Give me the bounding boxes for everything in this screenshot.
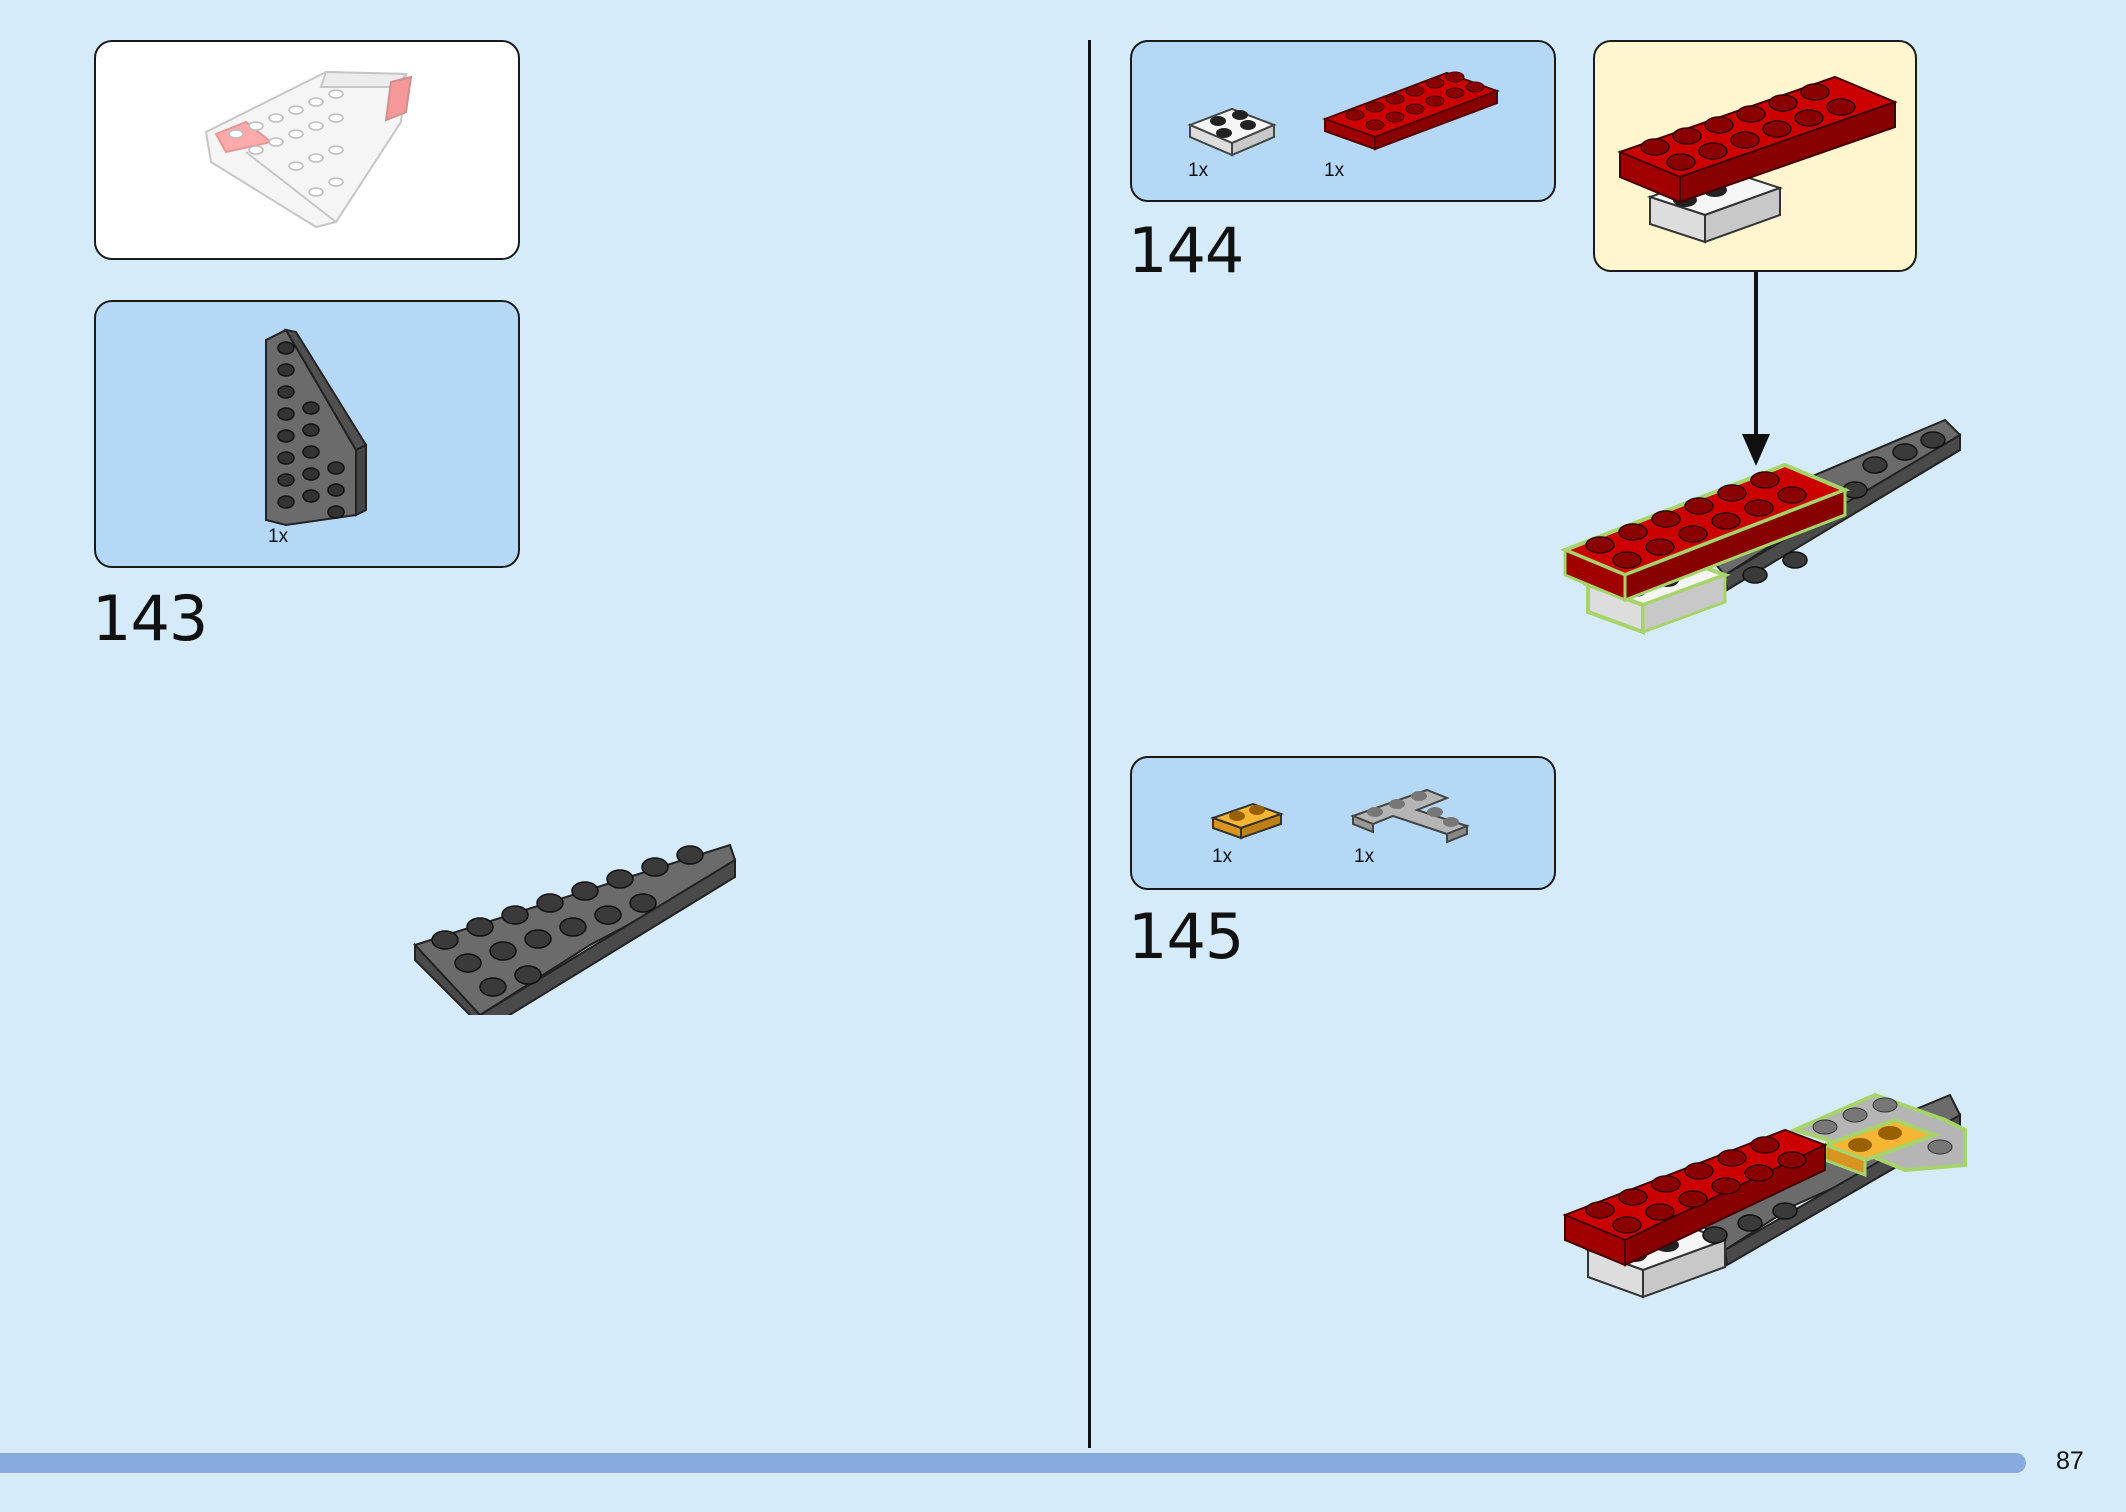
- placement-arrow: [1742, 272, 1770, 466]
- part-quantity: 1x: [1324, 160, 1345, 181]
- dark-gray-wedge-plate-icon: [265, 328, 368, 527]
- step-145-parts-box: 1x 1x: [1130, 756, 1556, 890]
- white-2x2-plate-icon: [1187, 107, 1277, 157]
- part-quantity: 1x: [1212, 846, 1233, 867]
- step-number-145: 145: [1128, 900, 1244, 973]
- page-divider: [1088, 40, 1091, 1448]
- part-quantity: 1x: [268, 526, 289, 547]
- part-quantity: 1x: [1188, 160, 1209, 181]
- progress-bar: [0, 1453, 2026, 1473]
- step-145-model-image: [1562, 1092, 1967, 1299]
- step-number-143: 143: [92, 582, 208, 655]
- step-143-model-image: [413, 843, 737, 1015]
- previous-build-preview: [94, 40, 520, 260]
- step-143-parts-box: 1x: [94, 300, 520, 568]
- step-144-model-image: [1559, 418, 1962, 635]
- subassembly-image: [1617, 75, 1898, 244]
- gray-corner-plate-icon: [1350, 788, 1470, 844]
- step-144-parts-box: 1x 1x: [1130, 40, 1556, 202]
- step-number-144: 144: [1128, 214, 1244, 287]
- part-quantity: 1x: [1354, 846, 1375, 867]
- ghosted-model-image: [204, 70, 413, 229]
- orange-1x2-plate-icon: [1210, 802, 1284, 840]
- page-number: 87: [2056, 1447, 2084, 1475]
- red-2x6-plate-icon: [1322, 71, 1500, 151]
- step-144-subassembly-callout: [1593, 40, 1917, 272]
